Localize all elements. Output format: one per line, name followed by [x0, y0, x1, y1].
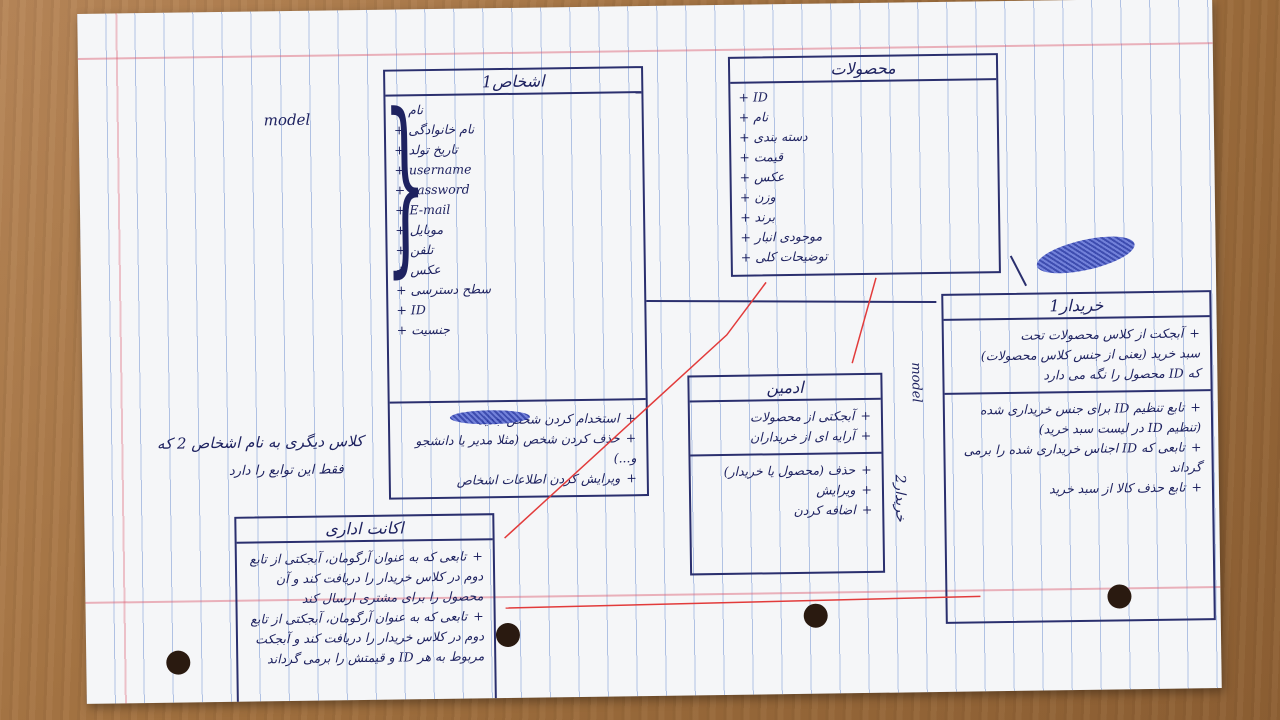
persons-method-text: ویرایش کردن اطلاعات اشخاص: [456, 470, 621, 488]
buyer-class-title: خریدار1: [943, 292, 1210, 321]
plus-icon: +: [473, 608, 484, 624]
buyer-attribute-text: آبجکت از کلاس محصولات تحت: [1020, 325, 1184, 343]
admin-attribute-text: آرایه ای از خریداران: [749, 428, 855, 445]
buyer-class-box: خریدار1 + آبجکت از کلاس محصولات تحت سبد خ…: [941, 290, 1216, 624]
products-attribute-list: ID نام دسته بندی قیمت عکس وزن برند موجود…: [730, 80, 999, 272]
plus-icon: +: [860, 427, 872, 444]
accounting-class-box: اکانت اداری +تابعی که به عنوان آرگومان، …: [234, 513, 497, 704]
persons-method-text: حذف کردن شخص (مثلا مدیر یا دانشجو و...): [415, 430, 637, 466]
plus-icon: +: [1190, 399, 1201, 415]
buyer-attribute-text: که ID محصول را نگه می دارد: [1043, 365, 1201, 383]
buyer2-label: خریدار2: [891, 474, 909, 522]
persons-class-box: اشخاص1 نام نام خانوادگی تاریخ تولد usern…: [383, 66, 650, 500]
persons-method: +حذف کردن شخص (مثلا مدیر یا دانشجو و...): [400, 428, 637, 471]
accounting-method-list: +تابعی که به عنوان آرگومان، آبجکتی از تا…: [237, 540, 495, 676]
plus-icon: +: [861, 481, 873, 498]
products-class-box: محصولات ID نام دسته بندی قیمت عکس وزن بر…: [727, 53, 1001, 277]
persons-class-title: اشخاص1: [385, 68, 642, 97]
persons2-note-line2: فقط این توابع را دارد: [228, 462, 344, 479]
buyer-method-text: تابعی که ID اجناس خریداری شده را برمی گر…: [963, 439, 1202, 475]
admin-class-box: ادمین + آبجکتی از محصولات + آرایه ای از خر…: [687, 372, 886, 576]
buyer-method-list: +تابع تنظیم ID برای جنس خریداری شده (تنظ…: [945, 391, 1213, 507]
plus-icon: +: [861, 501, 873, 518]
red-arrow: [505, 595, 981, 609]
plus-icon: +: [861, 461, 872, 478]
model-label: model: [263, 110, 311, 130]
buyer-method: + تابع حذف کالا از سبد خرید: [956, 477, 1202, 500]
association-line: [1009, 255, 1028, 287]
admin-class-title: ادمین: [689, 374, 881, 403]
persons-attribute: جنسیت: [397, 317, 637, 340]
association-line: [646, 300, 937, 303]
admin-attribute-list: + آبجکتی از محصولات + آرایه ای از خریداران: [690, 400, 882, 455]
buyer-attribute: که ID محصول را نگه می دارد: [954, 363, 1200, 386]
admin-attribute: + آرایه ای از خریداران: [700, 426, 871, 448]
admin-method: + ویرایش: [701, 480, 872, 502]
model-side-label: model: [908, 362, 924, 403]
persons2-note-line1: کلاس دیگری به نام اشخاص 2 که: [156, 432, 364, 453]
admin-attribute-text: آبجکتی از محصولات: [749, 408, 855, 425]
plus-icon: +: [1189, 325, 1200, 341]
red-arrow: [851, 277, 877, 364]
admin-attribute: + آبجکتی از محصولات: [700, 406, 871, 428]
plus-icon: +: [1191, 479, 1203, 495]
paper-top-margin-line: [77, 42, 1213, 60]
buyer-attribute-list: + آبجکت از کلاس محصولات تحت سبد خرید (یعن…: [944, 317, 1211, 393]
buyer-method: +تابعی که ID اجناس خریداری شده را برمی گ…: [955, 437, 1202, 480]
plus-icon: +: [1190, 439, 1202, 455]
accounting-method-text: تابعی که به عنوان آرگومان، آبجکتی از تاب…: [250, 608, 485, 667]
notebook-paper: model { اشخاص1 نام نام خانوادگی تاریخ تو…: [77, 0, 1222, 704]
plus-icon: +: [472, 548, 483, 564]
accounting-method: +تابعی که به عنوان آرگومان، آبجکتی از تا…: [248, 606, 485, 669]
persons-method: + ویرایش کردن اطلاعات اشخاص: [401, 468, 637, 491]
accounting-method-text: تابعی که به عنوان آرگومان، آبجکتی از تاب…: [249, 548, 484, 606]
punch-hole: [166, 650, 191, 675]
plus-icon: +: [860, 407, 872, 424]
ink-scribble: [1033, 229, 1138, 281]
buyer-attribute-text: سبد خرید (یعنی از جنس کلاس محصولات): [980, 345, 1201, 364]
buyer-method-text: تابع تنظیم ID برای جنس خریداری شده (تنظی…: [979, 399, 1202, 437]
punch-hole: [803, 603, 828, 628]
buyer-method: +تابع تنظیم ID برای جنس خریداری شده (تنظ…: [955, 397, 1202, 440]
admin-method-list: + حذف (محصول یا خریدار) + ویرایش + اضافه کر…: [690, 454, 882, 529]
punch-hole: [495, 622, 521, 648]
accounting-method: +تابعی که به عنوان آرگومان، آبجکتی از تا…: [247, 546, 484, 609]
admin-method: + اضافه کردن: [701, 500, 873, 522]
persons-attribute-list: نام نام خانوادگی تاریخ تولد username pas…: [385, 93, 644, 345]
products-class-title: محصولات: [729, 55, 997, 84]
accounting-class-title: اکانت اداری: [236, 515, 493, 544]
products-attribute: توضیحات کلی: [741, 244, 991, 267]
admin-method-text: حذف (محصول یا خریدار): [723, 462, 856, 479]
buyer-method-text: تابع حذف کالا از سبد خرید: [1048, 479, 1186, 497]
admin-method-text: ویرایش: [816, 482, 856, 498]
plus-icon: +: [626, 470, 637, 486]
admin-method-text: اضافه کردن: [793, 502, 856, 519]
plus-icon: +: [625, 430, 637, 446]
plus-icon: +: [625, 410, 637, 426]
admin-method: + حذف (محصول یا خریدار): [701, 460, 872, 482]
